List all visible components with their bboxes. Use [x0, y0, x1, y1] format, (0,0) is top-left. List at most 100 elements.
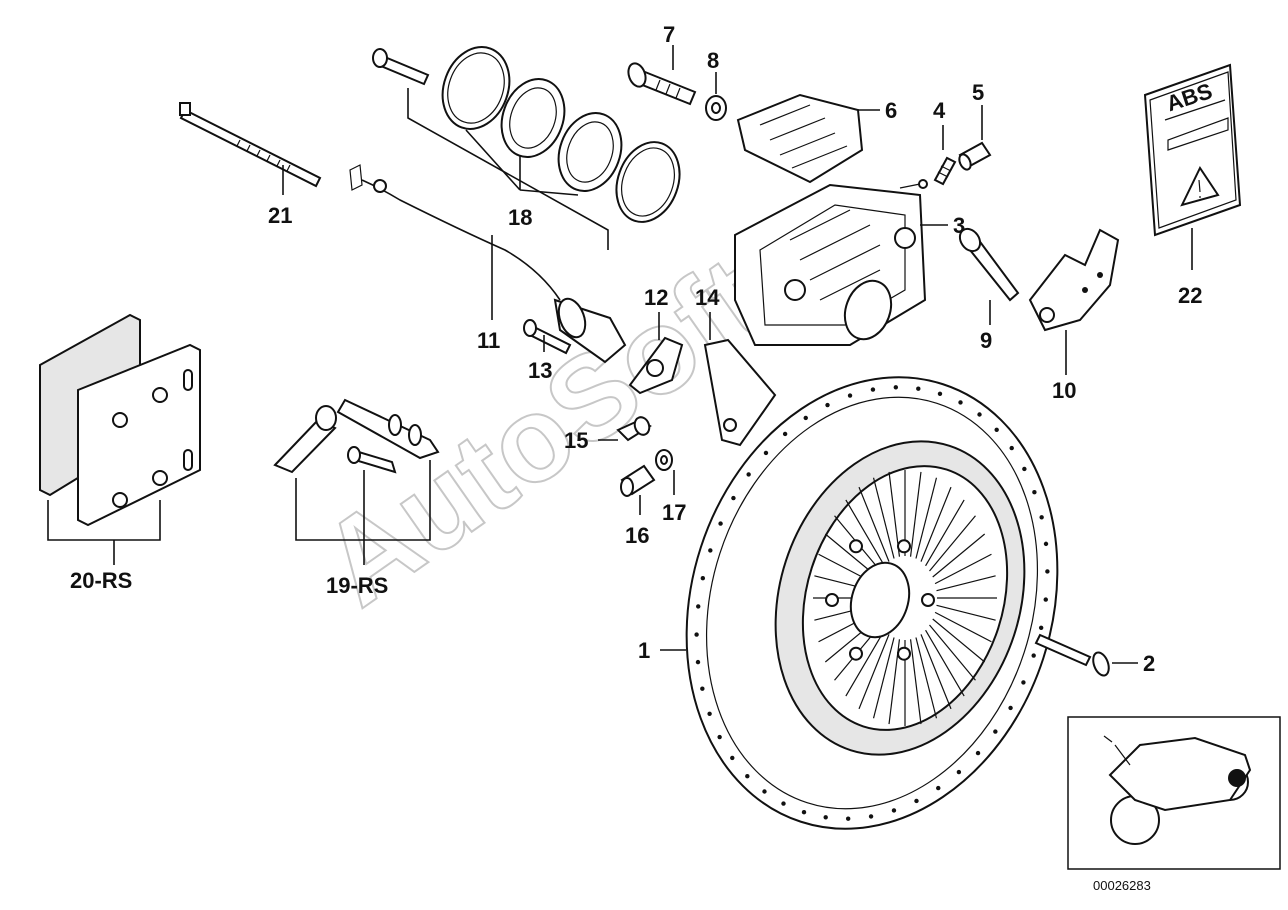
callout-16: 16 — [625, 523, 649, 548]
disc-perforation — [730, 755, 735, 761]
disc-perforation — [696, 604, 701, 609]
callout-14: 14 — [695, 285, 720, 310]
disc-perforation — [694, 632, 699, 637]
bracket-plate — [1028, 228, 1120, 332]
callout-15: 15 — [564, 428, 588, 453]
disc-perforation — [1039, 515, 1044, 520]
caliper-bolt-7 — [627, 62, 697, 106]
disc-perforation — [977, 412, 982, 417]
disc-spoke — [872, 477, 895, 559]
disc-perforation — [975, 750, 981, 756]
disc-perforation — [870, 387, 876, 392]
disc-spoke — [915, 637, 938, 719]
callout-18: 18 — [508, 205, 532, 230]
callout-22: 22 — [1178, 283, 1202, 308]
disc-perforation — [956, 769, 962, 775]
pin-kit — [273, 398, 440, 474]
disc-perforation — [994, 427, 999, 432]
disc-spoke — [858, 634, 890, 710]
callout-20: 20-RS — [70, 568, 132, 593]
disc-perforation — [891, 808, 897, 813]
disc-spoke — [858, 486, 890, 562]
disc-spoke — [845, 499, 885, 567]
callout-5: 5 — [972, 80, 984, 105]
disc-perforation — [825, 402, 830, 408]
disc-perforation — [1032, 489, 1037, 495]
spring-washer — [655, 449, 673, 471]
disc-perforation — [731, 495, 736, 501]
disc-perforation — [746, 472, 751, 477]
callout-10: 10 — [1052, 378, 1076, 403]
callout-8: 8 — [707, 48, 719, 73]
callout-9: 9 — [980, 328, 992, 353]
disc-bolt-hole — [825, 593, 839, 607]
disc-spoke — [915, 477, 938, 559]
disc-bolt-hole — [849, 646, 863, 661]
disc-perforation — [1031, 653, 1036, 658]
disc-perforation — [914, 798, 919, 804]
document-number: 00026283 — [1093, 878, 1151, 893]
disc-spoke — [929, 515, 976, 572]
disc-spoke — [888, 471, 901, 557]
disc-perforation — [936, 785, 941, 791]
disc-perforation — [1008, 705, 1013, 711]
brake-caliper — [734, 179, 928, 346]
disc-perforation — [1038, 625, 1044, 630]
disc-perforation — [801, 810, 807, 815]
disc-spoke — [845, 629, 885, 697]
cable-tie — [179, 102, 322, 188]
callout-17: 17 — [662, 500, 686, 525]
disc-perforation — [803, 415, 808, 421]
disc-bolt-hole — [849, 539, 863, 554]
abs-label-plate: ABS — [1143, 63, 1242, 237]
disc-perforation — [916, 386, 921, 391]
disc-perforation — [695, 659, 701, 665]
brake-pads — [39, 313, 201, 527]
seal-kit — [372, 46, 681, 223]
sensor-screw — [523, 319, 572, 355]
disc-spoke — [934, 553, 992, 585]
disc-perforation — [1021, 680, 1026, 685]
disc-perforation — [782, 431, 788, 437]
disc-spoke — [909, 471, 922, 557]
disc-perforation — [868, 814, 874, 819]
disc-perforation — [1043, 541, 1049, 547]
disc-perforation — [781, 801, 786, 806]
disc-perforation — [700, 686, 705, 691]
disc-spoke — [936, 575, 996, 592]
callout-7: 7 — [663, 22, 675, 47]
callout-11: 11 — [477, 328, 500, 353]
disc-perforation — [763, 450, 769, 456]
disc-perforation — [1009, 445, 1014, 451]
sensor-gasket — [628, 336, 684, 395]
washer-8 — [705, 95, 727, 121]
disc-bolt-hole — [897, 539, 911, 554]
disc-perforation — [717, 734, 722, 740]
disc-perforation — [718, 521, 723, 526]
disc-perforation — [708, 548, 713, 553]
disc-spoke — [872, 637, 895, 719]
disc-spoke — [929, 624, 976, 681]
bleeder-valve — [933, 156, 957, 186]
callout-12: 12 — [644, 285, 668, 310]
callout-4: 4 — [933, 98, 946, 123]
disc-bolt-hole — [897, 646, 911, 661]
callout-21: 21 — [268, 203, 292, 228]
disc-perforation — [847, 393, 853, 398]
disc-perforation — [1043, 597, 1048, 602]
disc-perforation — [937, 391, 943, 396]
disc-spoke — [936, 604, 996, 621]
abs-sensor — [349, 164, 627, 364]
allen-bolt — [620, 464, 656, 497]
callout-6: 6 — [885, 98, 897, 123]
disc-bolt — [1034, 633, 1110, 677]
disc-perforation — [707, 711, 712, 717]
callout-19: 19-RS — [326, 573, 388, 598]
disc-spoke — [920, 486, 952, 562]
disc-spoke — [932, 533, 986, 578]
disc-spoke — [925, 499, 965, 567]
disc-bolt-hole — [921, 593, 935, 607]
disc-perforation — [993, 729, 998, 734]
callout-1: 1 — [638, 638, 650, 663]
